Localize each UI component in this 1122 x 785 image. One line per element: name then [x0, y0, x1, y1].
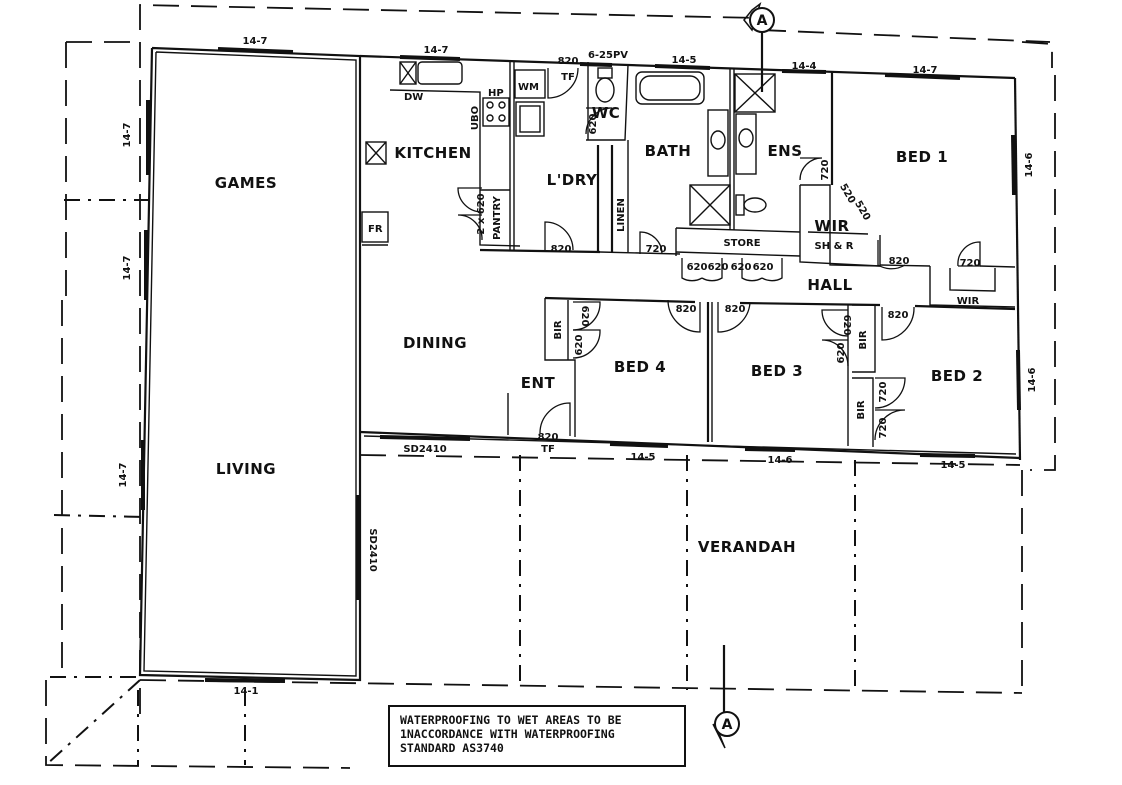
- svg-text:820: 820: [538, 432, 559, 443]
- svg-text:14-7: 14-7: [242, 36, 267, 47]
- svg-text:620: 620: [588, 114, 599, 135]
- svg-text:620: 620: [841, 315, 852, 336]
- room-label-bed1: BED 1: [896, 148, 948, 166]
- door-swings: [457, 67, 981, 441]
- room-label-hall: HALL: [807, 276, 852, 294]
- internal-walls: [362, 62, 1016, 447]
- label-underbench-oven: UBO: [470, 106, 481, 130]
- svg-text:620: 620: [708, 262, 729, 273]
- svg-text:520: 520: [837, 182, 857, 206]
- svg-text:14-1: 14-1: [233, 686, 258, 697]
- label-fridge: FR: [368, 224, 383, 235]
- svg-text:520: 520: [852, 199, 872, 223]
- svg-text:820: 820: [551, 244, 572, 255]
- external-walls: [138, 46, 1022, 682]
- room-label-bed2: BED 2: [931, 367, 983, 385]
- room-label-bath: BATH: [645, 142, 692, 160]
- svg-text:820: 820: [889, 256, 910, 267]
- svg-text:TF: TF: [561, 72, 575, 83]
- note-line-3: STANDARD AS3740: [400, 741, 504, 755]
- svg-text:620: 620: [687, 262, 708, 273]
- room-label-wir: WIR: [814, 217, 849, 235]
- room-label-store: STORE: [723, 238, 760, 249]
- svg-text:620: 620: [579, 306, 590, 327]
- room-label-linen: LINEN: [616, 198, 627, 232]
- label-bir-bed3: BIR: [858, 330, 869, 349]
- label-dishwasher: DW: [404, 92, 423, 103]
- section-marker-bottom: A: [712, 645, 740, 749]
- svg-text:820: 820: [558, 56, 579, 67]
- room-label-wir-sub: SH & R: [815, 241, 854, 252]
- svg-text:620: 620: [836, 343, 847, 364]
- room-label-pantry: PANTRY: [492, 195, 503, 239]
- windows: [141, 47, 1021, 683]
- room-label-ensuite: ENS: [767, 142, 802, 160]
- svg-text:A: A: [722, 717, 733, 733]
- fixtures: [361, 61, 776, 243]
- svg-text:620: 620: [753, 262, 774, 273]
- svg-text:14-6: 14-6: [1024, 152, 1035, 177]
- note-line-2: 1NACCORDANCE WITH WATERPROOFING: [400, 727, 615, 741]
- svg-text:14-4: 14-4: [791, 61, 816, 72]
- eave-outline: [45, 4, 1056, 769]
- svg-text:14-5: 14-5: [940, 460, 965, 471]
- svg-text:14-7: 14-7: [423, 45, 448, 56]
- room-label-games: GAMES: [215, 174, 277, 192]
- room-label-bed4: BED 4: [614, 358, 666, 376]
- svg-text:14-6: 14-6: [1027, 367, 1038, 392]
- svg-text:820: 820: [888, 310, 909, 321]
- room-label-kitchen: KITCHEN: [394, 144, 471, 162]
- svg-text:2 x 620: 2 x 620: [476, 193, 487, 234]
- svg-text:720: 720: [820, 160, 831, 181]
- room-label-bed3: BED 3: [751, 362, 803, 380]
- svg-text:720: 720: [960, 258, 981, 269]
- verandah-post-lines: [45, 199, 856, 766]
- svg-text:14-5: 14-5: [630, 452, 655, 463]
- label-hotplate: HP: [488, 88, 504, 99]
- room-label-living: LIVING: [216, 460, 276, 478]
- room-label-laundry: L'DRY: [547, 171, 598, 189]
- label-washing-machine: WM: [518, 82, 539, 93]
- svg-text:720: 720: [646, 244, 667, 255]
- svg-text:820: 820: [725, 304, 746, 315]
- room-label-entry: ENT: [521, 374, 556, 392]
- svg-text:14-7: 14-7: [122, 255, 133, 280]
- note-line-1: WATERPROOFING TO WET AREAS TO BE: [400, 713, 622, 727]
- room-label-verandah: VERANDAH: [698, 538, 796, 556]
- svg-text:14-7: 14-7: [118, 462, 129, 487]
- room-label-wir-small: WIR: [957, 296, 980, 307]
- svg-text:14-7: 14-7: [122, 122, 133, 147]
- section-marker-top: A: [743, 2, 775, 92]
- room-label-dining: DINING: [403, 334, 467, 352]
- svg-text:TF: TF: [541, 444, 555, 455]
- window-dimension-labels: 14-7 14-7 6-25PV 14-5 14-4 14-7 14-6 14-…: [118, 36, 1038, 697]
- svg-text:A: A: [757, 13, 768, 29]
- svg-text:820: 820: [676, 304, 697, 315]
- label-bir-bed2: BIR: [856, 400, 867, 419]
- svg-text:720: 720: [878, 382, 889, 403]
- svg-text:14-5: 14-5: [671, 55, 696, 66]
- svg-text:14-6: 14-6: [767, 455, 792, 466]
- svg-text:620: 620: [574, 335, 585, 356]
- svg-text:SD2410: SD2410: [403, 444, 446, 455]
- svg-text:14-7: 14-7: [912, 65, 937, 76]
- room-label-wc: WC: [592, 104, 621, 122]
- waterproofing-note: WATERPROOFING TO WET AREAS TO BE 1NACCOR…: [388, 705, 686, 767]
- svg-text:720: 720: [878, 418, 889, 439]
- label-bir-bed4: BIR: [553, 320, 564, 339]
- svg-text:SD2410: SD2410: [367, 528, 378, 571]
- svg-text:6-25PV: 6-25PV: [588, 50, 628, 61]
- svg-text:620: 620: [731, 262, 752, 273]
